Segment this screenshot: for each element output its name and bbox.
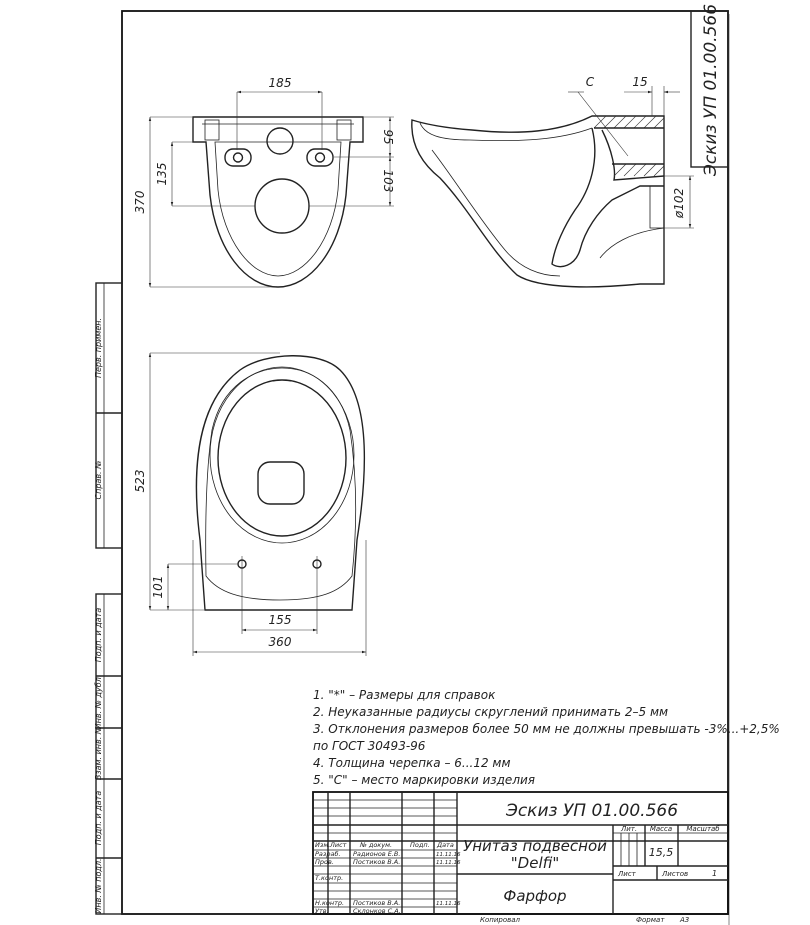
stamp-doc-code: Эскиз УП 01.00.566 (505, 801, 678, 821)
format-label: Формат (636, 916, 665, 924)
notes: 1. "*" – Размеры для справок 2. Неуказан… (313, 688, 780, 787)
copied-label: Копировал (480, 916, 521, 924)
hdr-date: Дата (436, 841, 454, 849)
note-5: 5. "C" – место маркировки изделия (313, 773, 535, 787)
strip-label-podp-data-1: Подп. и дата (94, 608, 103, 663)
scale-label: Масштаб (686, 825, 720, 833)
view-plan: 523 101 155 360 (133, 352, 367, 656)
dim-103: 103 (381, 170, 395, 193)
row-nkontr-date: 11.11.16 (436, 901, 461, 907)
note-1: 1. "*" – Размеры для справок (313, 688, 496, 702)
material: Фарфор (503, 887, 566, 905)
view-rear: 185 370 135 95 103 (133, 76, 395, 288)
product-title-line1: Унитаз подвесной (463, 837, 607, 855)
dim-185: 185 (269, 76, 292, 90)
mass-label: Масса (650, 825, 672, 833)
mark-c: C (586, 75, 595, 89)
dim-d102: ø102 (672, 188, 686, 219)
title-block: Изм. Лист № докум. Подп. Дата Разраб. Ра… (312, 791, 729, 924)
hdr-sign: Подп. (410, 841, 430, 849)
row-razrab-role: Разраб. (315, 850, 341, 858)
sheet-label: Лист (617, 870, 637, 878)
strip-label-sprav: Справ. № (94, 461, 103, 500)
row-tkontr-role: Т.контр. (315, 874, 343, 882)
hdr-izm: Изм. (315, 841, 330, 849)
row-prov-name: Постиков В.А. (353, 858, 400, 866)
hdr-list: Лист (329, 841, 347, 849)
strip-label-podp-data-2: Подп. и дата (94, 791, 103, 846)
sheets-value: 1 (712, 869, 717, 878)
row-utv-role: Утв. (315, 907, 329, 915)
strip-label-vzam-inv: Взам. инв. № (94, 726, 103, 780)
strip-label-perv-primen: Перв. примен. (94, 318, 103, 378)
strip-label-inv-dubl: Инв. № дубл. (94, 675, 103, 730)
dim-360: 360 (269, 635, 292, 649)
dim-95: 95 (381, 129, 395, 144)
side-strip: Перв. примен. Справ. № Подп. и дата Инв.… (94, 282, 123, 915)
row-utv-name: Склонков С.А. (353, 907, 401, 915)
lit-label: Лит. (620, 825, 637, 833)
doc-code-corner-box: Эскиз УП 01.00.566 (690, 4, 729, 177)
dim-523: 523 (133, 470, 147, 493)
strip-label-inv-podl: Инв. № подл. (94, 858, 103, 913)
dim-370: 370 (133, 190, 147, 213)
hdr-doc-no: № докум. (359, 841, 392, 849)
format-value: A3 (679, 916, 689, 924)
row-nkontr-name: Постиков В.А. (353, 899, 400, 907)
note-3-cont: по ГОСТ 30493-96 (313, 739, 426, 753)
note-4: 4. Толщина черепка – 6...12 мм (313, 756, 511, 770)
view-side-section: C 15 ø102 (411, 75, 694, 288)
dim-155: 155 (269, 613, 292, 627)
note-3: 3. Отклонения размеров более 50 мм не до… (313, 722, 780, 736)
row-prov-date: 11.11.16 (436, 860, 461, 866)
row-razrab-date: 11.11.16 (436, 852, 461, 858)
dim-15: 15 (632, 75, 647, 89)
sheets-label: Листов (661, 870, 688, 878)
row-prov-role: Пров. (315, 858, 334, 866)
dim-135: 135 (155, 163, 169, 186)
product-title-line2: "Delfi" (511, 854, 559, 872)
mass-value: 15,5 (649, 846, 674, 859)
doc-code-vertical: Эскиз УП 01.00.566 (701, 4, 721, 177)
dim-101: 101 (151, 576, 165, 599)
row-razrab-name: Радионов Е.В. (353, 850, 400, 858)
row-nkontr-role: Н.контр. (315, 899, 344, 907)
note-2: 2. Неуказанные радиусы скруглений приним… (313, 705, 668, 719)
